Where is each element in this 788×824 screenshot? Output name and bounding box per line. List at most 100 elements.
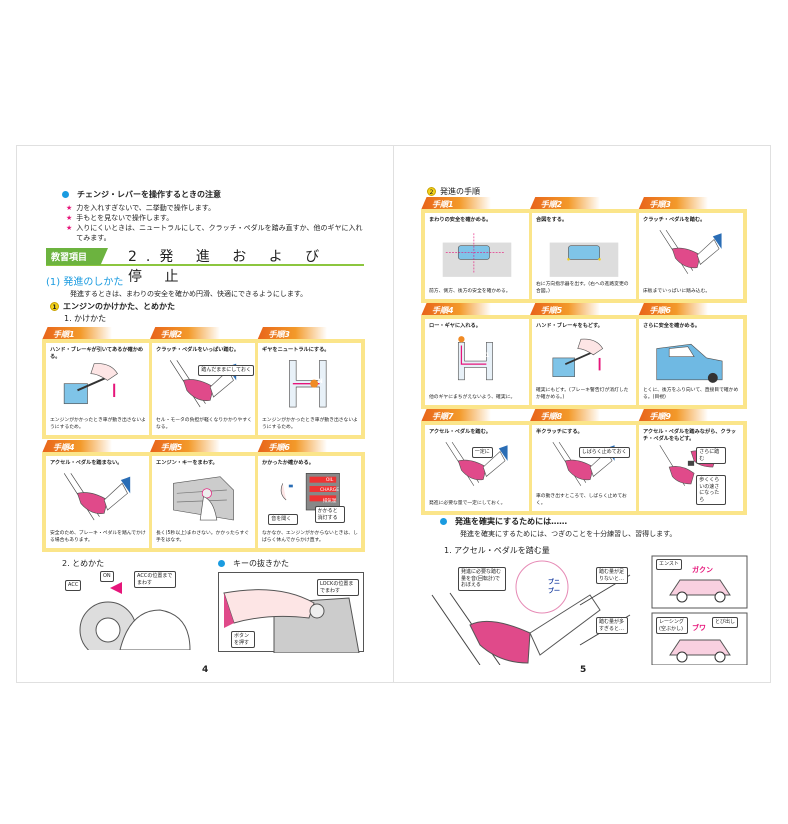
sure-intro: 発進を確実にするためには、つぎのことを十分練習し、習得します。 — [460, 530, 677, 538]
step-frame: アクセル・ペダルを踏む。一定に発進に必要な量で一定にしておく。半クラッチにする。… — [421, 421, 747, 515]
on-label: ON — [100, 571, 114, 582]
step-label: 手順1 — [42, 327, 112, 340]
sfx-jolt: ガクン — [692, 566, 713, 574]
key-hand-illustration — [223, 589, 360, 654]
stall-label: エンスト — [656, 559, 682, 570]
warning-lamp: 排気温 — [322, 499, 337, 504]
step-caption: 長く(5秒以上)まわさない。かかったらすぐ手をはなす。 — [156, 531, 250, 543]
two-pedals-illustration — [659, 445, 717, 486]
step-title: ロー・ギヤに入れる。 — [429, 323, 481, 329]
step-caption: セル・モータの負担が軽くなりかかりやすくなる。 — [156, 418, 252, 430]
warning-lamps-illustration — [280, 473, 340, 511]
step-label: 手順8 — [529, 409, 600, 422]
stop-illustration: ACC ON ACCの位置までまわす — [60, 570, 200, 659]
step-caption: 安全のため、ブレーキ・ペダルを踏んでかける場合もあります。 — [50, 531, 146, 543]
step-label: 手順1 — [421, 197, 491, 210]
caution-item: ★手もとを見ないで操作します。 — [66, 214, 174, 222]
step-caption: なかなか、エンジンがかからないときは、しばらく休んでからかけ直す。 — [262, 531, 358, 543]
step-callout: しばらく止めておく — [578, 447, 630, 458]
stop-heading: 2. とめかた — [62, 559, 105, 568]
key-heading: キーの抜きかた — [218, 558, 289, 569]
step-title: 半クラッチにする。 — [536, 429, 583, 435]
step-callout: さらに踏む — [696, 447, 727, 464]
caution-heading: チェンジ・レバーを操作するときの注意 — [62, 189, 221, 200]
step-label: 手順3 — [638, 197, 709, 210]
lock-callout: LOCKの位置までまわす — [317, 579, 359, 596]
step-title: エンジン・キーをまわす。 — [156, 460, 218, 466]
section-intro: 発進するときは、まわりの安全を確かめ円滑、快適にできるようにします。 — [70, 290, 308, 298]
car-top-illustration — [549, 242, 619, 277]
step-box: アクセル・ペダルを踏みながら、クラッチ・ペダルをもどす。さらに踏む歩くくらいの速… — [639, 425, 743, 511]
step-box: 半クラッチにする。しばらく止めておく車の動き出すところで、しばらく止めておく。 — [532, 425, 636, 511]
step-box: ハンド・ブレーキをもどす。確実にもどす。(ブレーキ警告灯が消灯したか確かめる。) — [532, 319, 636, 405]
step-callout: 歩くくらいの速さになったら — [696, 475, 727, 505]
step-title: アクセル・ペダルを踏む。 — [429, 429, 491, 435]
gear-badge: N — [317, 377, 323, 385]
step-label: 手順2 — [149, 327, 220, 340]
caution-list: ★力を入れすぎないで、二挙動で操作します。 ★手もとを見ないで操作します。 ★入… — [66, 203, 366, 243]
step-label: 手順6 — [257, 440, 328, 453]
star-icon: ★ — [66, 214, 73, 222]
step-box: ギヤをニュートラルにする。 N エンジンがかかったとき車が動き出さないようにするため… — [258, 343, 361, 435]
step-title: ハンド・ブレーキが引いてあるか確かめる。 — [50, 347, 144, 360]
step-caption: エンジンがかかったとき車が動き出さないようにするため。 — [50, 418, 146, 430]
step-caption: エンジンがかかったとき車が動き出さないようにするため。 — [262, 418, 358, 430]
step-caption: 床板までいっぱいに踏み込む。 — [643, 288, 711, 294]
bullet-icon — [440, 518, 447, 525]
bullet-icon — [62, 191, 69, 198]
step-title: クラッチ・ペダルを踏む。 — [643, 217, 706, 223]
step-title: ギヤをニュートラルにする。 — [262, 347, 330, 353]
warning-lamp: CHARGE — [320, 488, 340, 493]
step-caption: 発進に必要な量で一定にしておく。 — [429, 500, 506, 506]
step-label: 手順2 — [529, 197, 600, 210]
step-label: 手順4 — [421, 303, 491, 316]
gear-low-illustration — [457, 336, 493, 381]
step-caption: とくに、後方をふり向いて、直接目で確かめる。(目視) — [643, 388, 739, 400]
start-heading: 1. かけかた — [64, 314, 107, 323]
step-frame: アクセル・ペダルを踏まない。安全のため、ブレーキ・ペダルを踏んでかける場合もあり… — [42, 452, 365, 552]
gear-badge: 1 — [485, 351, 490, 359]
step-title: ハンド・ブレーキをもどす。 — [536, 323, 603, 329]
engine-sound: ブニブー — [548, 579, 561, 595]
step-callout: 音を聞く — [268, 514, 299, 525]
step-label: 手順3 — [257, 327, 328, 340]
step-title: 合図をする。 — [536, 217, 568, 223]
step-label: 手順7 — [421, 409, 491, 422]
step-callout: かかると消灯する — [314, 506, 345, 523]
sure-heading: 発進を確実にするためには…… — [440, 516, 567, 527]
racing-label: レーシング(空ぶかし) — [656, 617, 688, 634]
key-turn-illustration — [173, 476, 234, 521]
step-caption: 確実にもどす。(ブレーキ警告灯が消灯したか確かめる。) — [536, 388, 629, 400]
accel-illustration: 発進に必要な踏む量を音(回転計)でおぼえる ブニブー 踏む量が足りないと… 踏む… — [430, 555, 750, 666]
jump-label: とび出し — [712, 617, 739, 628]
step-label: 手順6 — [638, 303, 709, 316]
star-icon: ★ — [66, 224, 73, 232]
page-number: 5 — [580, 665, 587, 675]
step-frame: ロー・ギヤに入れる。 1 他のギヤにまちがえないよう、確実に。 ハンド・ブレーキをもど… — [421, 315, 747, 409]
step-box: かかったか確かめる。 OIL CHARGE 排気温音を聞く かかると消灯するなかなか、エ… — [258, 456, 361, 548]
caution-item: ★入りにくいときは、ニュートラルにして、クラッチ・ペダルを踏み直すか、他のギヤに… — [66, 224, 363, 242]
step-box: ハンド・ブレーキが引いてあるか確かめる。エンジンがかかったとき車が動き出さないよ… — [46, 343, 149, 435]
pedal-foot-illustration — [63, 473, 131, 521]
pedal-foot-illustration — [445, 441, 508, 486]
step-box: クラッチ・ペダルを踏む。床板までいっぱいに踏み込む。 — [639, 213, 743, 299]
step-title: さらに安全を確かめる。 — [643, 323, 701, 329]
step-box: クラッチ・ペダルをいっぱい踏む。踏んだままにしておくセル・モータの負担が軽くなり… — [152, 343, 255, 435]
hand-brake-illustration — [552, 338, 604, 377]
lesson-tag: 教習項目 — [46, 248, 108, 265]
car-top-arrows-illustration — [442, 233, 512, 277]
step-box: さらに安全を確かめる。とくに、後方をふり向いて、直接目で確かめる。(目視) — [639, 319, 743, 405]
step-frame: まわりの安全を確かめる。前方、側方、後方の安全を確かめる。合図をする。右に方向指… — [421, 209, 747, 303]
step-title: アクセル・ペダルを踏みながら、クラッチ・ペダルをもどす。 — [643, 429, 737, 442]
sfx-rev: ブワ — [692, 624, 706, 632]
warning-lamp: OIL — [325, 478, 334, 483]
lesson-title: 2.発 進 お よ び 停 止 — [128, 249, 329, 285]
step-caption: 他のギヤにまちがえないよう、確実に。 — [429, 394, 516, 400]
section-title: (1) 発進のしかた — [46, 277, 124, 288]
ignition-switch-illustration — [79, 582, 191, 659]
bullet-icon — [218, 560, 225, 567]
step-title: かかったか確かめる。 — [262, 460, 314, 466]
pedal-foot-illustration — [659, 229, 722, 274]
